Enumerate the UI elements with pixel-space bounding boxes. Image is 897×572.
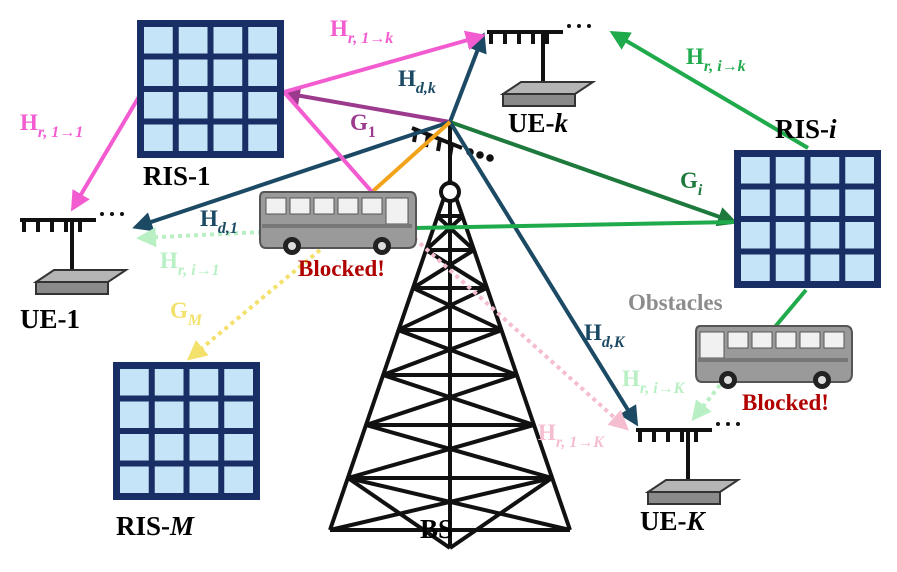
ris-element xyxy=(845,254,874,281)
label-ue-1: UE-1 xyxy=(20,304,80,334)
label-obstacles: Obstacles xyxy=(628,290,723,315)
ue-K-device xyxy=(636,422,742,505)
ris-element xyxy=(154,369,184,396)
label-blocked-1: Blocked! xyxy=(298,256,385,281)
ris-element xyxy=(845,222,874,249)
ue-1-device xyxy=(20,212,130,295)
label-h-r-1k: Hr, 1→k xyxy=(330,16,393,47)
ris-element xyxy=(248,27,277,54)
ris-element xyxy=(178,92,208,119)
ris-element xyxy=(741,222,770,249)
link-h-dK xyxy=(448,120,639,427)
ris-element xyxy=(144,92,173,119)
label-g-m: GM xyxy=(170,298,203,329)
ris-element xyxy=(120,369,149,396)
ris-element xyxy=(810,189,840,216)
ris-element xyxy=(224,434,253,461)
ris-element xyxy=(775,254,805,281)
ris-element xyxy=(120,401,149,428)
ris-element xyxy=(845,189,874,216)
label-h-r-i1: Hr, i→1 xyxy=(160,248,220,279)
link-h-d1 xyxy=(132,120,451,232)
label-ris-m: RIS-M xyxy=(116,511,195,541)
link-h-r-iK xyxy=(691,383,722,422)
link-h-r-i1 xyxy=(136,227,263,248)
link-ris-i-bus2 xyxy=(772,288,808,330)
ris-1-panel xyxy=(137,20,284,158)
label-ris-1: RIS-1 xyxy=(143,161,211,191)
link-g-i xyxy=(449,120,738,227)
ris-element xyxy=(224,466,253,493)
ris-element xyxy=(224,401,253,428)
ris-element xyxy=(213,59,243,86)
ris-element xyxy=(224,369,253,396)
label-g-i: Gi xyxy=(680,168,703,199)
ris-element xyxy=(775,222,805,249)
label-g-1: G1 xyxy=(350,110,376,141)
ris-element xyxy=(845,157,874,184)
ris-element xyxy=(248,92,277,119)
ris-element xyxy=(120,466,149,493)
ris-element xyxy=(741,189,770,216)
link-g-1 xyxy=(280,85,451,124)
label-h-dk: Hd,k xyxy=(398,66,436,97)
link-ris-i-bus xyxy=(413,220,735,230)
ris-element xyxy=(178,27,208,54)
ris-element xyxy=(144,59,173,86)
label-h-r-iK: Hr, i→K xyxy=(622,366,686,397)
label-h-r-ik: Hr, i→k xyxy=(686,44,746,75)
label-ris-i: RIS-i xyxy=(775,114,837,144)
label-h-dK: Hd,K xyxy=(584,320,626,351)
link-ris1-blocked xyxy=(282,90,374,194)
label-h-d1: Hd,1 xyxy=(200,206,238,237)
ris-element xyxy=(741,254,770,281)
link-h-r-1k xyxy=(283,30,486,94)
ris-element xyxy=(213,27,243,54)
ris-element xyxy=(741,157,770,184)
link-blocked-orange xyxy=(370,120,452,194)
label-ue-k: UE-k xyxy=(508,108,569,138)
link-h-r-11 xyxy=(70,93,142,212)
label-ue-K: UE-K xyxy=(640,506,707,536)
ris-m-panel xyxy=(113,362,260,500)
label-bs: BS xyxy=(420,514,453,544)
ris-element xyxy=(189,369,219,396)
ris-element xyxy=(189,434,219,461)
ris-element xyxy=(178,124,208,151)
ris-element xyxy=(810,254,840,281)
ris-element xyxy=(775,189,805,216)
ris-element xyxy=(213,124,243,151)
label-blocked-2: Blocked! xyxy=(742,390,829,415)
label-h-r-11: Hr, 1→1 xyxy=(20,110,83,141)
ris-element xyxy=(154,401,184,428)
ris-element xyxy=(213,92,243,119)
bs-tower xyxy=(328,125,572,550)
ris-element xyxy=(144,124,173,151)
ris-element xyxy=(775,157,805,184)
bus-center xyxy=(259,191,417,255)
ris-element xyxy=(178,59,208,86)
ris-element xyxy=(144,27,173,54)
ris-element xyxy=(154,466,184,493)
ris-element xyxy=(154,434,184,461)
ris-i-panel xyxy=(734,150,881,288)
ris-element xyxy=(189,401,219,428)
link-h-dk xyxy=(448,32,487,123)
ris-element xyxy=(248,59,277,86)
bus-right xyxy=(695,325,853,389)
ris-element xyxy=(810,222,840,249)
ue-k-device xyxy=(487,24,597,107)
ris-element xyxy=(810,157,840,184)
ris-element xyxy=(248,124,277,151)
ris-element xyxy=(120,434,149,461)
label-h-r-1K: Hr, 1→K xyxy=(538,420,605,451)
ris-element xyxy=(189,466,219,493)
link-h-r-ik xyxy=(609,30,810,150)
